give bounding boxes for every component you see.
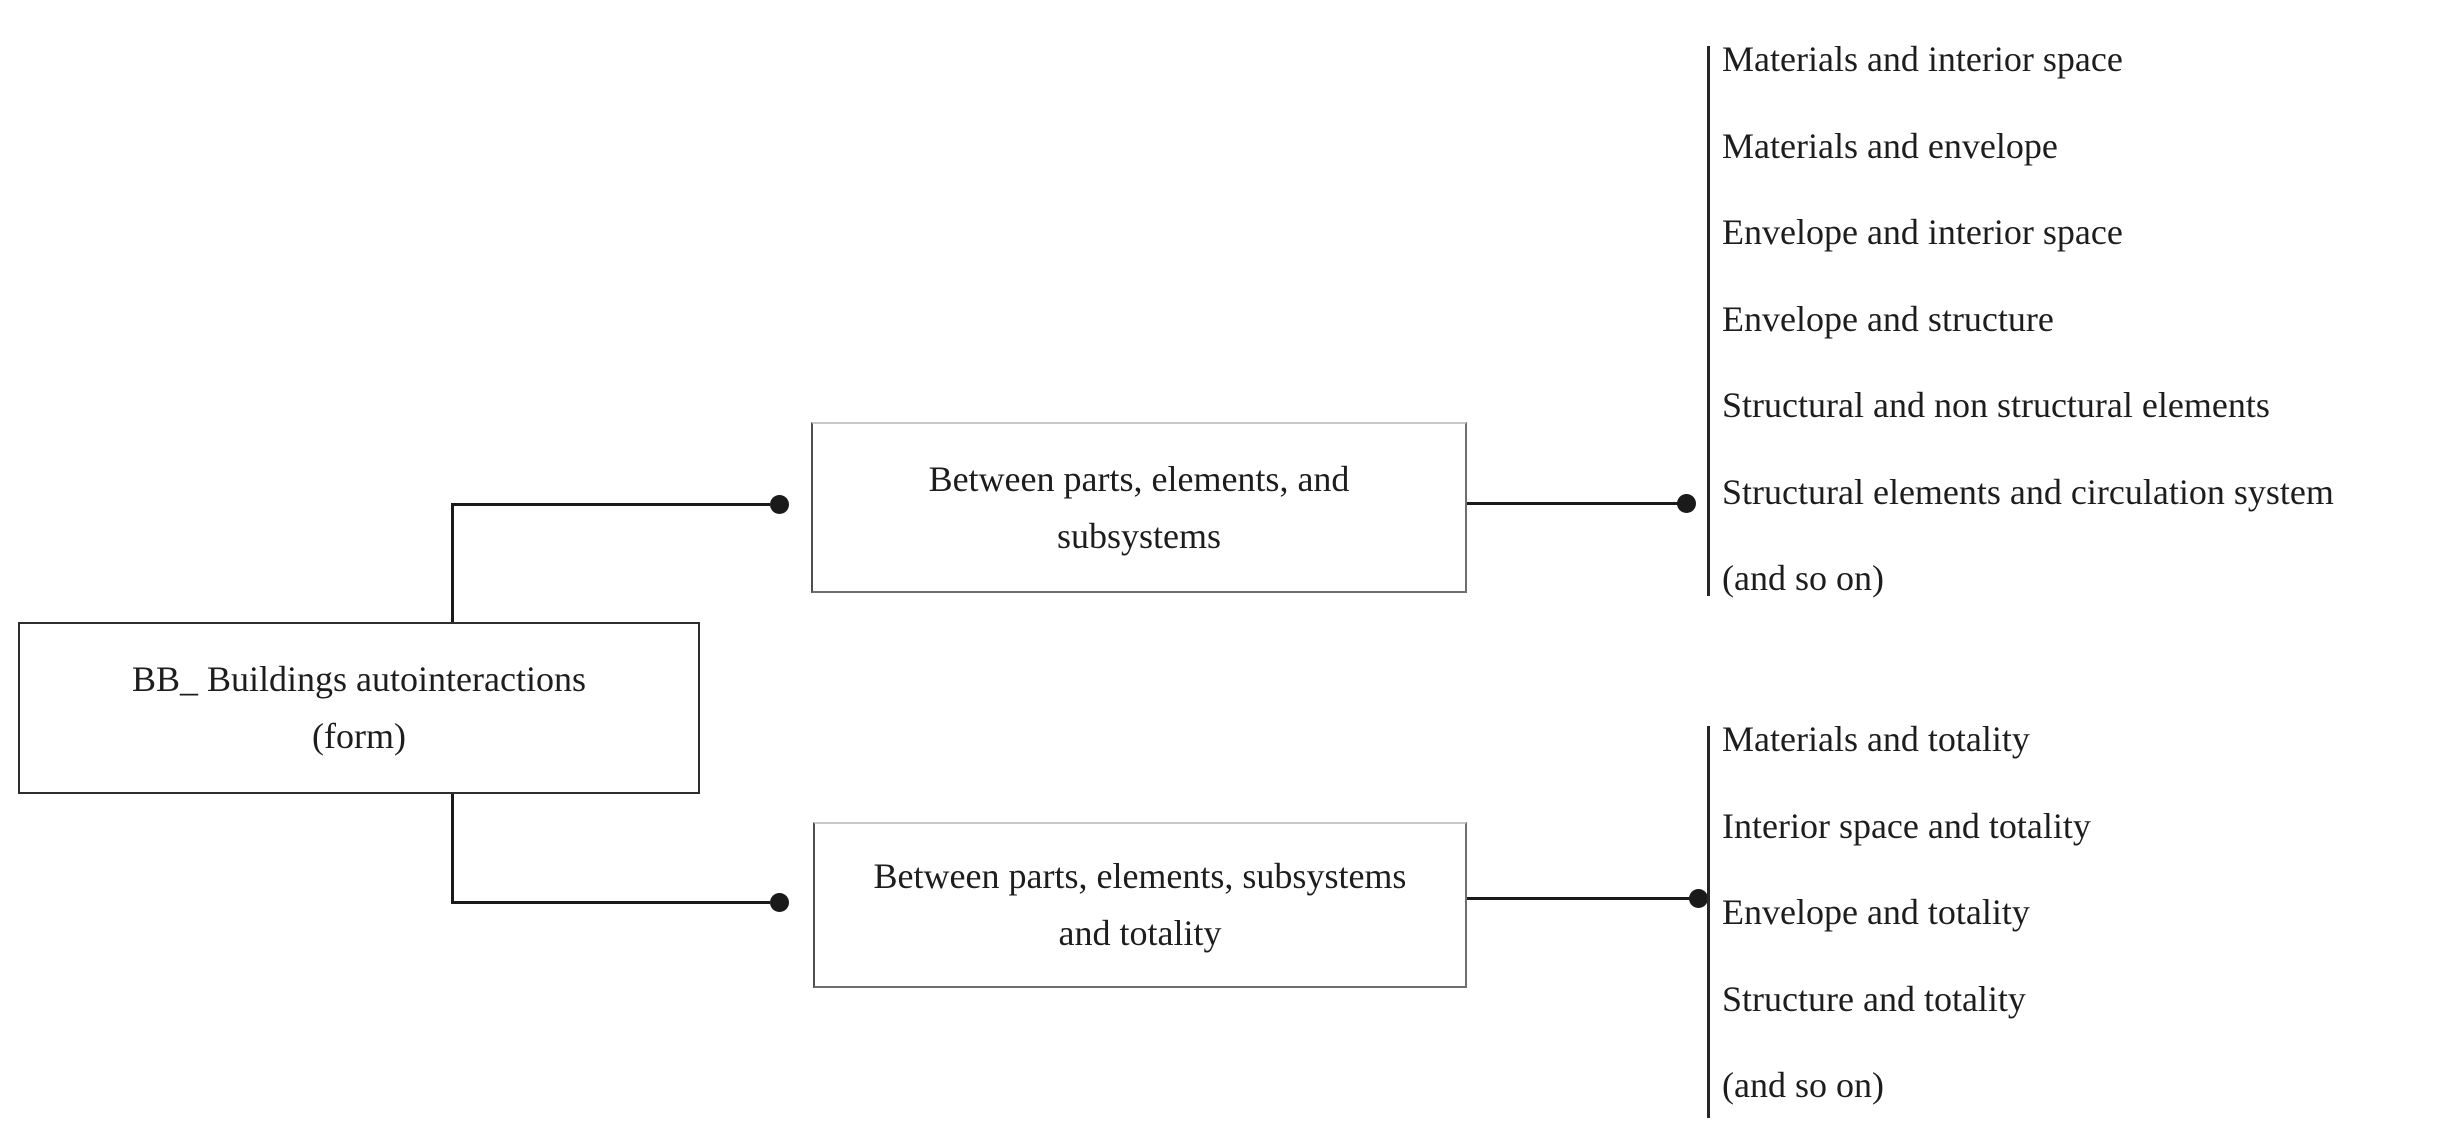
connector-bottom-left-dot — [770, 893, 789, 912]
leaf-item: Envelope and structure — [1722, 298, 2054, 339]
connector-top-right-line — [1467, 502, 1678, 505]
leaf-item: Envelope and totality — [1722, 892, 2030, 932]
branch-bottom-label-line2: and totality — [1058, 913, 1222, 953]
root-node-box: BB_ Buildings autointeractions (form) — [18, 622, 700, 794]
connector-top-left-dot — [770, 495, 789, 514]
leaf-item: (and so on) — [1722, 1065, 1884, 1105]
connector-bottom-right-line — [1467, 897, 1690, 900]
leaf-item: Envelope and interior space — [1722, 212, 2123, 252]
leaf-item: (and so on) — [1722, 558, 1884, 598]
top-leaf-list: Materials and interior space Materials a… — [1722, 16, 2334, 622]
bottom-list-rule — [1707, 726, 1710, 1118]
connector-top-right-dot — [1677, 494, 1696, 513]
connector-bottom-elbow-horizontal — [451, 901, 770, 904]
connector-top-elbow-vertical — [451, 504, 454, 622]
leaf-item: Structural and non structural elements — [1722, 385, 2270, 425]
bottom-leaf-list: Materials and totality Interior space an… — [1722, 696, 2091, 1129]
branch-top-label-line2: subsystems — [1056, 515, 1222, 556]
branch-bottom-box: Between parts, elements, subsystems and … — [813, 822, 1467, 988]
leaf-item: Materials and interior space — [1722, 39, 2123, 79]
connector-bottom-right-dot — [1689, 889, 1708, 908]
branch-bottom-label-line1: Between parts, elements, subsystems — [873, 856, 1407, 896]
connector-top-elbow-horizontal — [451, 503, 770, 506]
leaf-item: Materials and envelope — [1722, 125, 2058, 166]
leaf-item: Structure and totality — [1722, 978, 2026, 1019]
branch-top-box: Between parts, elements, and subsystems — [811, 422, 1467, 593]
root-node-label-line2: (form) — [312, 716, 406, 756]
leaf-item: Interior space and totality — [1722, 805, 2091, 846]
root-node-label-line1: BB_ Buildings autointeractions — [132, 659, 586, 699]
leaf-item: Materials and totality — [1722, 719, 2030, 759]
branch-top-label-line1: Between parts, elements, and — [928, 458, 1350, 499]
connector-bottom-elbow-vertical — [451, 794, 454, 902]
leaf-item: Structural elements and circulation syst… — [1722, 471, 2334, 512]
top-list-rule — [1707, 46, 1710, 596]
